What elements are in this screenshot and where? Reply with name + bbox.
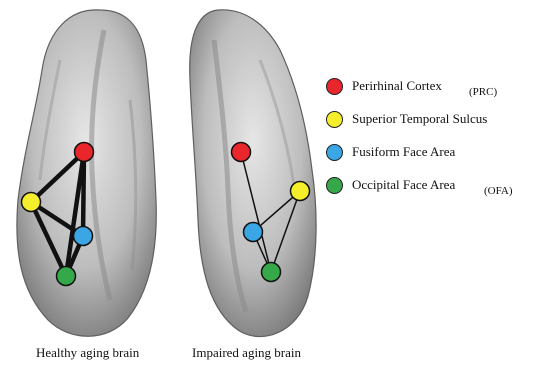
legend-abbr-ofa: (OFA): [484, 185, 513, 197]
ffa-dot-icon: [326, 144, 343, 161]
legend-label-ofa: Occipital Face Area: [352, 177, 455, 193]
legend: Perirhinal Cortex (PRC) Superior Tempora…: [324, 76, 529, 206]
healthy-brain: [17, 10, 156, 336]
impaired-node-prc: [232, 143, 251, 162]
sts-dot-icon: [326, 111, 343, 128]
legend-item-ofa: Occipital Face Area (OFA): [324, 175, 529, 197]
ofa-dot-icon: [326, 177, 343, 194]
healthy-brain-caption: Healthy aging brain: [36, 345, 139, 361]
legend-label-sts: Superior Temporal Sulcus: [352, 111, 487, 127]
impaired-node-ofa: [262, 263, 281, 282]
legend-item-sts: Superior Temporal Sulcus: [324, 109, 529, 131]
legend-label-ffa: Fusiform Face Area: [352, 144, 455, 160]
legend-abbr-prc: (PRC): [469, 86, 497, 98]
prc-dot-icon: [326, 78, 343, 95]
impaired-brain-caption: Impaired aging brain: [192, 345, 301, 361]
legend-item-prc: Perirhinal Cortex (PRC): [324, 76, 529, 98]
legend-item-ffa: Fusiform Face Area: [324, 142, 529, 164]
impaired-node-sts: [291, 182, 310, 201]
impaired-brain: [190, 10, 316, 337]
legend-label-prc: Perirhinal Cortex: [352, 78, 442, 94]
impaired-brain-outline: [190, 10, 316, 337]
healthy-node-prc: [75, 143, 94, 162]
impaired-node-ffa: [244, 223, 263, 242]
healthy-node-ffa: [74, 227, 93, 246]
healthy-node-sts: [22, 193, 41, 212]
healthy-node-ofa: [57, 267, 76, 286]
